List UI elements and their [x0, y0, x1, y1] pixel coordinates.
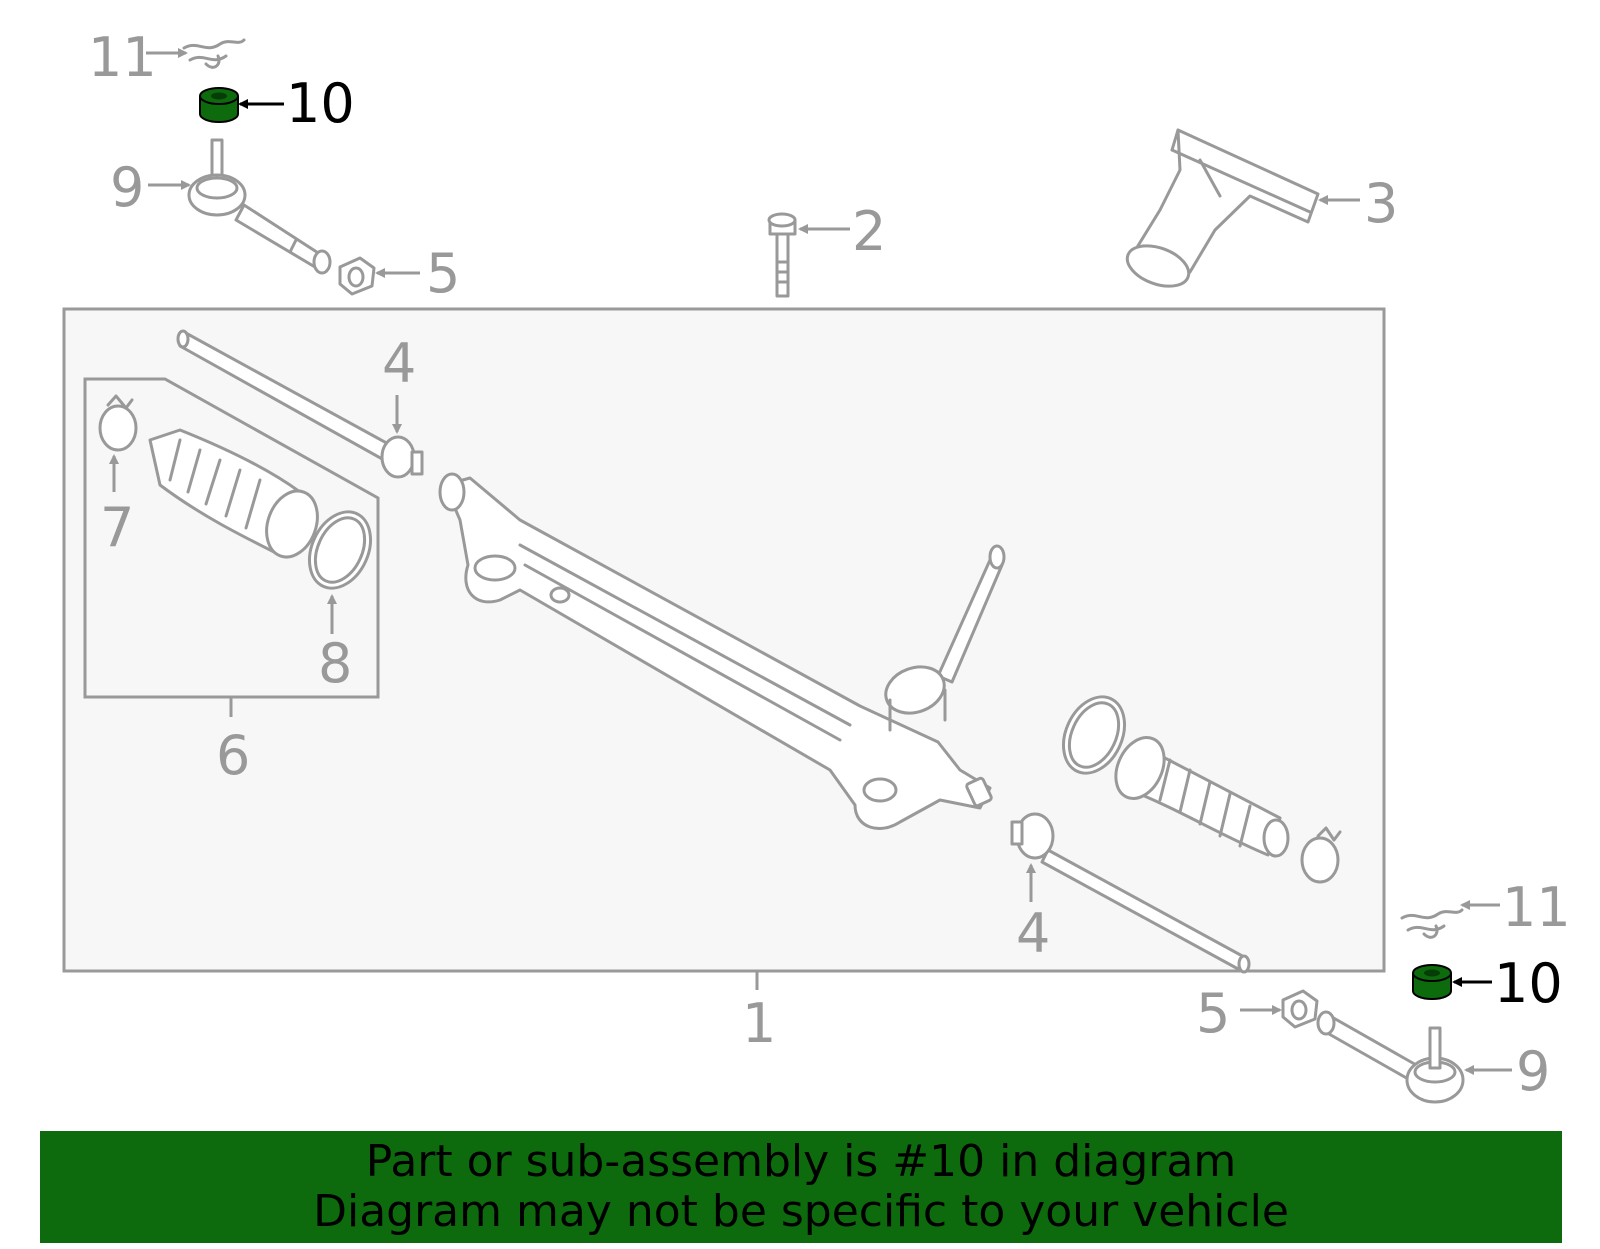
tie-rod-end-part-9-top	[187, 138, 332, 275]
nut-part-5-bottom	[1281, 989, 1319, 1029]
inner-tie-rod-part-4-lower	[1010, 812, 1251, 974]
callout-2: 2	[852, 200, 886, 263]
tie-rod-end-part-9-bottom	[1316, 1010, 1465, 1104]
callout-7: 7	[100, 496, 134, 559]
callout-9-top: 9	[110, 156, 144, 219]
info-banner: Part or sub-assembly is #10 in diagram D…	[40, 1131, 1562, 1243]
banner-line-2: Diagram may not be specific to your vehi…	[313, 1186, 1289, 1237]
ring-part-8	[308, 510, 372, 590]
callout-4-upper: 4	[382, 332, 416, 395]
boot-lower	[1114, 736, 1290, 858]
callout-3: 3	[1364, 172, 1398, 235]
callout-8: 8	[318, 632, 352, 695]
callout-5-top: 5	[426, 242, 460, 305]
steering-rack-housing	[438, 472, 1006, 830]
callout-1: 1	[742, 992, 776, 1055]
callout-6: 6	[216, 724, 250, 787]
clip-part-11-bottom	[1400, 908, 1464, 939]
bolt-part-2	[767, 212, 797, 298]
clamp-lower	[1300, 826, 1342, 884]
clip-part-11-top	[182, 38, 246, 69]
callout-5-bottom: 5	[1196, 982, 1230, 1045]
callout-11-bottom: 11	[1502, 876, 1571, 939]
boot-kit-box	[83, 377, 380, 699]
nut-part-5-top	[338, 256, 376, 296]
nut-part-10-top	[199, 87, 239, 123]
inner-tie-rod-part-4-upper	[176, 329, 424, 479]
callout-10-bottom: 10	[1494, 952, 1563, 1015]
boot-upper	[148, 428, 319, 559]
callout-11-top: 11	[88, 26, 157, 89]
nut-part-10-bottom	[1412, 964, 1452, 1000]
clamp-part-7-upper	[98, 394, 138, 452]
callout-9-bottom: 9	[1516, 1040, 1550, 1103]
banner-line-1: Part or sub-assembly is #10 in diagram	[365, 1136, 1237, 1187]
cover-part-3	[1125, 128, 1320, 288]
ring-lower	[1062, 695, 1126, 775]
callout-10-top: 10	[286, 72, 355, 135]
callout-4-lower: 4	[1016, 902, 1050, 965]
